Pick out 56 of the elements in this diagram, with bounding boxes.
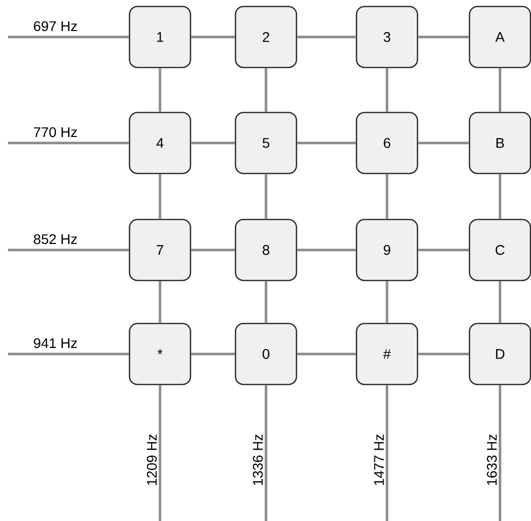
frequency-label: 697 Hz (34, 21, 77, 32)
key-button: A (468, 6, 531, 68)
key-button: 4 (128, 112, 192, 174)
key-button: * (128, 322, 192, 386)
connector-line (418, 36, 469, 38)
connector-line (8, 352, 129, 356)
connector-line (386, 385, 388, 521)
key-button: C (468, 218, 531, 282)
connector-line (158, 174, 162, 219)
frequency-label: 852 Hz (34, 234, 77, 244)
connector-line (191, 36, 235, 38)
key-button: 7 (128, 218, 192, 282)
key-button: 2 (234, 6, 298, 68)
key-button: D (468, 322, 531, 386)
connector-line (158, 385, 162, 521)
connector-line (418, 248, 469, 252)
connector-line (8, 142, 129, 144)
key-button: 8 (234, 218, 298, 282)
connector-line (297, 352, 356, 356)
connector-line (418, 142, 469, 144)
frequency-label: 770 Hz (34, 127, 77, 138)
connector-line (386, 68, 388, 112)
key-button: 3 (356, 6, 418, 68)
connector-line (418, 352, 469, 356)
connector-line (264, 385, 268, 521)
key-button: 6 (356, 112, 418, 174)
frequency-label: 1633 Hz (486, 434, 497, 485)
connector-line (8, 36, 129, 38)
connector-line (191, 142, 235, 144)
frequency-label: 1209 Hz (146, 434, 157, 485)
key-button: 9 (356, 218, 418, 282)
connector-line (498, 281, 502, 323)
key-button: 1 (128, 6, 192, 68)
connector-line (264, 68, 268, 112)
connector-line (498, 68, 502, 112)
key-button: 0 (234, 322, 298, 386)
connector-line (498, 385, 502, 521)
connector-line (264, 281, 268, 323)
key-button: B (468, 112, 531, 174)
connector-line (386, 174, 388, 219)
connector-line (264, 174, 268, 219)
connector-line (8, 248, 129, 252)
key-button: # (356, 322, 418, 386)
connector-line (158, 281, 162, 323)
connector-line (386, 281, 388, 323)
key-button: 5 (234, 112, 298, 174)
frequency-label: 1336 Hz (252, 434, 263, 485)
connector-line (297, 142, 356, 144)
frequency-label: 941 Hz (34, 338, 77, 348)
connector-line (297, 248, 356, 252)
frequency-label: 1477 Hz (374, 434, 384, 485)
connector-line (191, 352, 235, 356)
connector-line (297, 36, 356, 38)
connector-line (158, 68, 162, 112)
connector-line (191, 248, 235, 252)
connector-line (498, 174, 502, 219)
